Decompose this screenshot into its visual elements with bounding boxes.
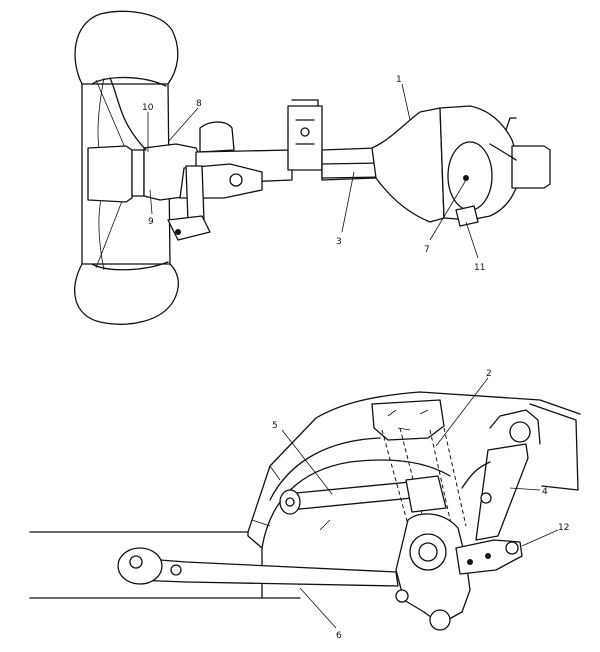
body-panel-curve-2 [269, 437, 381, 501]
tire-upper [74, 10, 179, 85]
lower-link-nut [170, 564, 182, 576]
knuckle-upper-arm [405, 475, 447, 513]
drain-plug [463, 175, 469, 181]
leader-6 [299, 587, 337, 629]
shock-bolt [175, 229, 181, 235]
side-view-suspension [29, 391, 581, 631]
shock-absorber-side [475, 443, 529, 541]
hub-center [418, 542, 438, 562]
stab-bolt-1 [467, 559, 473, 565]
callout-leaders [147, 83, 559, 629]
leader-3 [341, 171, 355, 233]
leader-2 [435, 377, 489, 447]
brake-hose-side [461, 461, 491, 489]
spring-seat-cylinder [199, 121, 235, 153]
shock-bolt-side [480, 492, 492, 504]
knuckle-lower-bolt [395, 589, 409, 603]
callout-4: 4 [542, 487, 548, 497]
differential-housing [371, 107, 445, 223]
shock-absorber [185, 165, 205, 223]
callout-9: 9 [148, 217, 154, 227]
axle-stub-right [511, 145, 551, 189]
spring-tower [287, 105, 323, 171]
leader-4 [509, 487, 541, 491]
callout-2: 2 [486, 369, 492, 379]
leader-5 [281, 429, 333, 495]
shock-top-mount [509, 421, 531, 443]
breather-tube [489, 117, 517, 161]
frame-section-lines [251, 465, 331, 531]
leader-7 [429, 179, 467, 241]
tower-bolt [300, 127, 310, 137]
callout-5: 5 [272, 421, 278, 431]
pinion-flange [447, 141, 493, 211]
shock-hose [489, 409, 541, 445]
callout-3: 3 [336, 237, 342, 247]
brake-line [109, 77, 147, 151]
stab-bushing [505, 541, 519, 555]
arm-bushing [229, 173, 243, 187]
coil-spring-bracket [371, 399, 445, 441]
leader-9 [149, 189, 153, 215]
callout-7: 7 [424, 245, 430, 255]
lower-link-bolt [129, 555, 143, 569]
callout-labels: 1 3 7 8 9 10 11 2 4 5 6 12 [142, 75, 569, 641]
callout-8: 8 [196, 99, 202, 109]
callout-6: 6 [336, 631, 342, 641]
body-panel-curve [261, 459, 451, 549]
leader-8 [167, 107, 199, 143]
lower-ball-joint [429, 609, 451, 631]
wheel-spokes [95, 77, 127, 271]
upper-link-pin [285, 497, 295, 507]
bracket-11 [455, 205, 479, 227]
top-view-axle-assembly [74, 10, 551, 325]
frame-rail-right [529, 403, 579, 491]
callout-11: 11 [474, 263, 485, 273]
leader-1 [401, 83, 411, 121]
leader-12 [521, 529, 559, 547]
leader-11 [465, 221, 479, 259]
spring-tower-detail [291, 99, 319, 145]
callout-12: 12 [558, 523, 569, 533]
hub-flange [131, 149, 145, 197]
brake-drum [87, 145, 133, 203]
shock-lower-bracket [167, 215, 211, 241]
frame-rail-upper [247, 391, 581, 533]
tire-lower [74, 263, 180, 325]
stab-bolt-2 [485, 553, 491, 559]
callout-10: 10 [142, 103, 154, 113]
callout-1: 1 [396, 75, 402, 85]
upper-link [285, 481, 413, 511]
